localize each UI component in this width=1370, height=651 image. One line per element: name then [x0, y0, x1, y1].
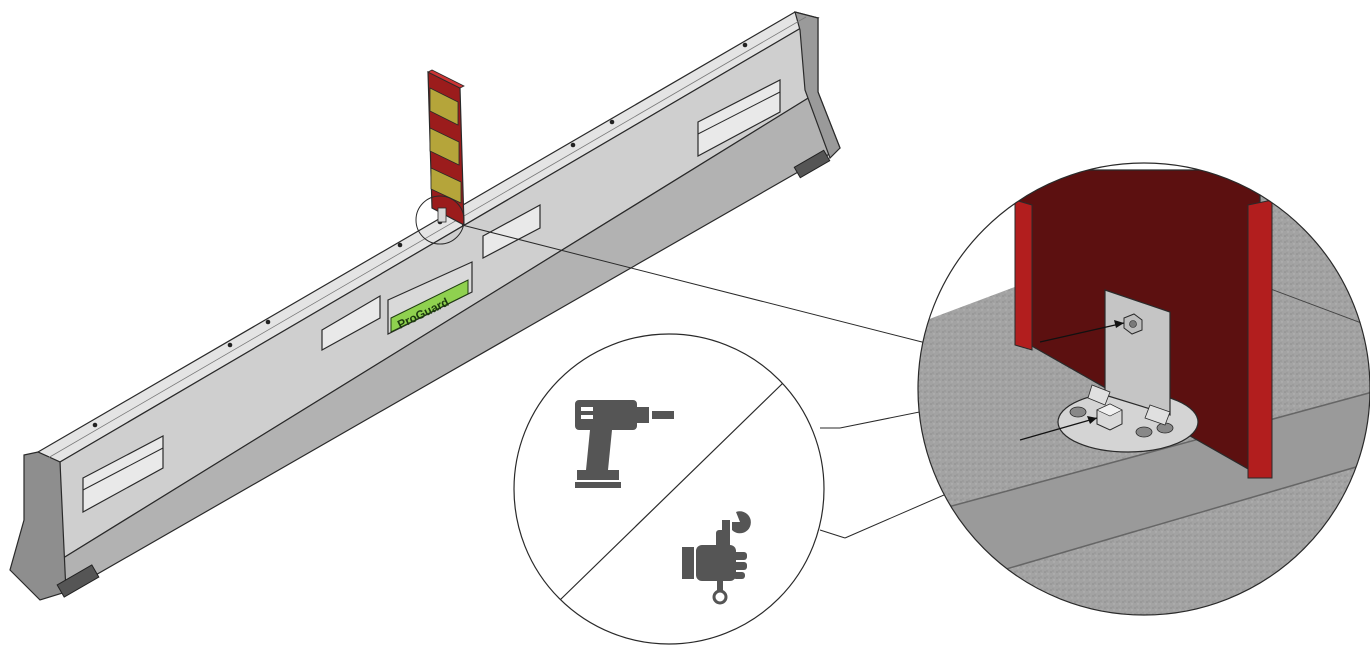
slot-inner-lines [82, 91, 781, 491]
detail-mounting-plate [1104, 289, 1171, 416]
barrier-slots [82, 79, 781, 514]
slot-left [82, 435, 164, 514]
tool-circle-frame [513, 333, 825, 645]
barrier-foot-pad-right [793, 149, 831, 179]
warning-stripe-1 [429, 87, 459, 126]
slot-center-left [321, 294, 381, 352]
detail-hex-bolt [1096, 403, 1123, 431]
barrier-end-cap-left [9, 451, 67, 601]
detail-red-flange-right [1247, 199, 1273, 479]
warning-panel-small [427, 69, 465, 227]
brand-label-plate: ProGuard [387, 261, 473, 335]
detail-circle-frame [917, 162, 1370, 616]
barrier-end-cap-right [794, 11, 841, 160]
tool-circle [513, 333, 825, 645]
detail-hex-nut [1123, 313, 1143, 335]
barrier-main: ProGuard [9, 11, 841, 601]
slot-center-right [482, 203, 541, 259]
warning-stripe-3 [430, 167, 462, 204]
warning-stripe-2 [429, 127, 460, 166]
detail-callout-small [415, 195, 465, 245]
barrier-top-holes [92, 42, 748, 428]
slot-right [697, 79, 781, 158]
detail-red-flange-left [1014, 199, 1033, 351]
barrier-top-groove [47, 16, 807, 459]
detail-view [917, 162, 1370, 616]
tool-divider-line [559, 382, 784, 601]
cordless-drill-icon [575, 400, 674, 488]
hand-wrench-icon [682, 511, 751, 605]
barrier-foot-pad-left [56, 564, 100, 598]
